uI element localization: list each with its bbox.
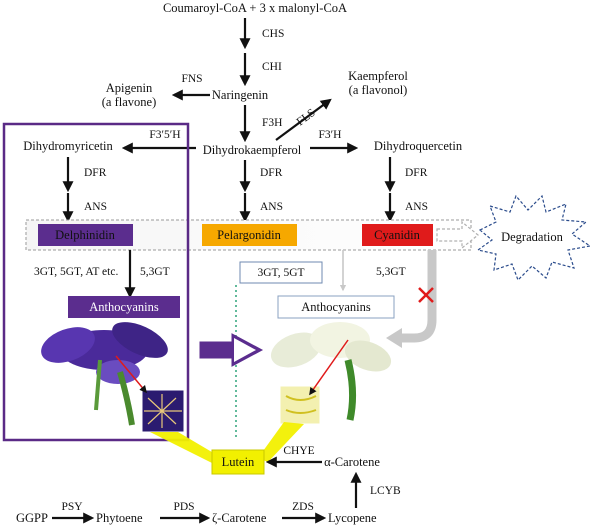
anthocyanins-left-label: Anthocyanins: [89, 300, 159, 314]
enzyme-fls: FLS: [295, 107, 318, 129]
pelargonidin-label: Pelargonidin: [217, 228, 281, 242]
enzyme-chye: CHYE: [283, 445, 314, 457]
enzyme-dfr-left: DFR: [84, 167, 107, 179]
enzyme-gt-right: 5,3GT: [376, 266, 406, 278]
enzyme-dfr-mid: DFR: [260, 167, 283, 179]
anthocyanins-right-label: Anthocyanins: [301, 300, 371, 314]
coumaroyl-coa-label: Coumaroyl-CoA + 3 x malonyl-CoA: [163, 1, 347, 15]
enzyme-zds: ZDS: [292, 501, 314, 513]
cyanidin-label: Cyanidin: [374, 228, 421, 242]
dihydromyricetin-label: Dihydromyricetin: [23, 139, 113, 153]
starburst-icon: [476, 194, 592, 282]
lutein-label: Lutein: [222, 455, 255, 469]
purple-block-arrow: [199, 333, 264, 367]
purple-block-arrow-hollow: [234, 338, 256, 362]
phytoene-label: Phytoene: [96, 511, 143, 525]
cyanidin-box: [362, 224, 433, 246]
yellow-beam-left: [150, 432, 222, 464]
arrow-to-kaempferol: [275, 98, 332, 141]
red-x-icon: [418, 287, 434, 303]
lycopene-label: Lycopene: [328, 511, 377, 525]
lutein-box: [211, 449, 265, 475]
ggpp-label: GGPP: [16, 511, 48, 525]
enzyme-ans-right: ANS: [405, 201, 428, 213]
alpha-carotene-label: α-Carotene: [324, 455, 380, 469]
anthocyanins-right-box: [277, 295, 395, 319]
enzyme-lcyb: LCYB: [370, 485, 401, 497]
enzyme-f35h: F3′5′H: [149, 129, 180, 141]
anthocyanins-left-box: [68, 296, 180, 318]
enzyme-dfr-right: DFR: [405, 167, 428, 179]
apigenin-label: Apigenin: [106, 81, 153, 95]
delphinidin-box: [38, 224, 133, 246]
enzyme-ans-left: ANS: [84, 201, 107, 213]
enzyme-pds: PDS: [173, 501, 194, 513]
kaempferol-note: (a flavonol): [349, 83, 408, 97]
dihydroquercetin-label: Dihydroquercetin: [374, 139, 463, 153]
enzyme-chs: CHS: [262, 28, 284, 40]
gray-curved-arrowhead: [386, 328, 402, 348]
delphinidin-label: Delphinidin: [55, 228, 115, 242]
apigenin-note: (a flavone): [102, 95, 156, 109]
enzyme-ans-mid: ANS: [260, 201, 283, 213]
zeta-carotene-label: ζ-Carotene: [212, 511, 267, 525]
yellow-beam-right: [258, 422, 304, 462]
enzyme-psy: PSY: [61, 501, 83, 513]
enzyme-fns: FNS: [181, 73, 202, 85]
enzyme-chi: CHI: [262, 61, 282, 73]
naringenin-label: Naringenin: [212, 88, 269, 102]
purple-iris-image: [41, 322, 185, 433]
enzyme-f3h: F3H: [262, 117, 282, 129]
white-iris-image: [270, 322, 392, 425]
left-purple-frame: [2, 122, 190, 442]
gray-curved-arrow: [400, 250, 437, 343]
degradation-hollow-arrow: [436, 220, 479, 250]
gt-mid-box: [239, 261, 323, 284]
enzyme-gt-mid: 3GT, 5GT: [257, 267, 304, 279]
enzyme-gt-left2: 5,3GT: [140, 266, 170, 278]
dihydrokaempferol-label: Dihydrokaempferol: [203, 143, 302, 157]
enzyme-f3-prime-h: F3′H: [319, 129, 342, 141]
degradation-label: Degradation: [501, 230, 564, 244]
enzyme-gt-left: 3GT, 5GT, AT etc.: [34, 266, 118, 278]
kaempferol-label: Kaempferol: [348, 69, 408, 83]
pelargonidin-box: [202, 224, 297, 246]
